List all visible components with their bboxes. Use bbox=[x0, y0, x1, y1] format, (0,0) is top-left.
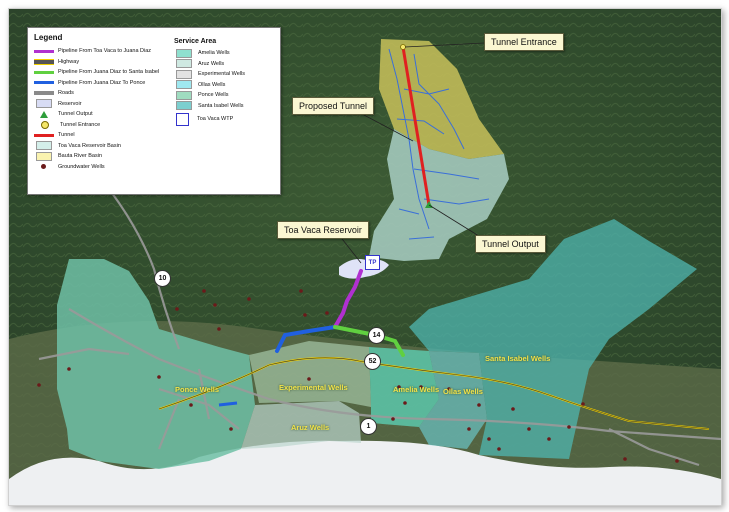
experimental-wells-area bbox=[249, 341, 371, 407]
sea bbox=[9, 440, 721, 505]
legend-column-right: Service Area Amelia Wells Aruz Wells Exp… bbox=[174, 38, 278, 127]
amelia-wells-area bbox=[369, 347, 439, 427]
tunnel-output-callout: Tunnel Output bbox=[475, 235, 546, 253]
santa-isabel-swatch bbox=[176, 101, 192, 111]
legend-item-label: Reservoir bbox=[58, 100, 82, 107]
legend-item: Reservoir bbox=[34, 99, 168, 110]
legend-item-label: Amelia Wells bbox=[198, 50, 230, 57]
legend-item: Toa Vaca Reservoir Basin bbox=[34, 141, 168, 152]
legend-title: Legend bbox=[34, 33, 63, 42]
legend-item: Highway bbox=[34, 57, 168, 68]
legend-item-label: Aruz Wells bbox=[198, 60, 225, 67]
legend-item-label: Pipeline From Juana Diaz to Santa Isabel bbox=[58, 69, 160, 76]
reservoir-swatch bbox=[36, 99, 52, 109]
tunnel-swatch bbox=[34, 133, 54, 137]
tunnel-entrance-marker bbox=[400, 44, 406, 50]
pipeline-green-swatch bbox=[34, 70, 54, 74]
highway-swatch bbox=[34, 58, 54, 65]
legend-item: Pipeline From Toa Vaca to Juana Diaz bbox=[34, 46, 168, 57]
legend-column-left: Pipeline From Toa Vaca to Juana Diaz Hig… bbox=[34, 46, 168, 172]
legend-item-label: Toa Vaca Reservoir Basin bbox=[58, 142, 121, 149]
ollas-wells-label: Ollas Wells bbox=[443, 387, 483, 396]
legend-item-label: Highway bbox=[58, 58, 80, 65]
ollas-wells-area bbox=[419, 351, 487, 449]
legend-item-label: Tunnel bbox=[58, 132, 75, 139]
ponce-wells-area bbox=[57, 259, 255, 469]
roads-swatch bbox=[34, 91, 54, 96]
legend-item: Aruz Wells bbox=[174, 59, 278, 70]
legend-item: Pipeline From Juana Diaz To Ponce bbox=[34, 78, 168, 89]
groundwater-well-icon bbox=[41, 164, 46, 170]
bauta-basin-swatch bbox=[36, 151, 52, 161]
legend-item: Tunnel Entrance bbox=[34, 120, 168, 131]
roads bbox=[38, 188, 721, 467]
groundwater-wells bbox=[37, 289, 679, 463]
legend-item-label: Experimental Wells bbox=[198, 71, 245, 78]
proposed-tunnel-callout: Proposed Tunnel bbox=[292, 97, 375, 115]
legend-item: Santa Isabel Wells bbox=[174, 101, 278, 112]
legend-item: Bauta River Basin bbox=[34, 151, 168, 162]
pipeline-toa-vaca-juana-diaz bbox=[333, 269, 363, 329]
toa-vaca-reservoir-callout: Toa Vaca Reservoir bbox=[277, 221, 369, 239]
experimental-wells-label: Experimental Wells bbox=[279, 383, 348, 392]
tunnel-entrance-icon bbox=[41, 120, 49, 129]
pipeline-blue-swatch bbox=[34, 81, 54, 85]
experimental-swatch bbox=[176, 69, 192, 79]
santa-isabel-wells-area bbox=[409, 219, 697, 459]
legend-item-label: Toa Vaca WTP bbox=[197, 116, 234, 122]
legend-item: Tunnel bbox=[34, 130, 168, 141]
pipeline-juana-diaz-ponce-west bbox=[218, 401, 238, 407]
santa-isabel-wells-label: Santa Isabel Wells bbox=[485, 354, 551, 363]
toa-vaca-wtp-marker: TP bbox=[365, 255, 380, 270]
toa-vaca-basin-swatch bbox=[36, 141, 52, 151]
pipeline-juana-diaz-ponce bbox=[275, 325, 337, 353]
legend-item-label: Bauta River Basin bbox=[58, 153, 103, 160]
amelia-swatch bbox=[176, 48, 192, 58]
legend-item: Amelia Wells bbox=[174, 48, 278, 59]
legend-item: Groundwater Wells bbox=[34, 162, 168, 173]
route-52-shield: 52 bbox=[364, 353, 381, 370]
toa-vaca-basin bbox=[369, 129, 509, 261]
legend-item: Tunnel Output bbox=[34, 109, 168, 120]
legend-item-label: Tunnel Output bbox=[58, 111, 93, 118]
ollas-swatch bbox=[176, 80, 192, 90]
amelia-wells-label: Amelia Wells bbox=[393, 385, 440, 394]
service-area-title: Service Area bbox=[174, 38, 217, 45]
pipeline-purple-swatch bbox=[34, 49, 54, 53]
ponce-wells-label: Ponce Wells bbox=[175, 385, 220, 394]
legend-item: Ponce Wells bbox=[174, 90, 278, 101]
map-frame: Legend Pipeline From Toa Vaca to Juana D… bbox=[8, 8, 722, 506]
wtp-icon bbox=[176, 112, 189, 126]
legend-panel: Legend Pipeline From Toa Vaca to Juana D… bbox=[27, 27, 281, 195]
legend-item-label: Tunnel Entrance bbox=[60, 121, 101, 128]
legend-item: Pipeline From Juana Diaz to Santa Isabel bbox=[34, 67, 168, 78]
legend-item: Toa Vaca WTP bbox=[174, 111, 278, 127]
highway-inner bbox=[158, 357, 710, 430]
legend-item-label: Roads bbox=[58, 90, 74, 97]
legend-item: Roads bbox=[34, 88, 168, 99]
route-10-shield: 10 bbox=[154, 270, 171, 287]
tunnel-entrance-callout: Tunnel Entrance bbox=[484, 33, 564, 51]
aruz-wells-area bbox=[241, 401, 361, 449]
legend-item: Ollas Wells bbox=[174, 80, 278, 91]
aruz-wells-label: Aruz Wells bbox=[291, 423, 330, 432]
aruz-swatch bbox=[176, 59, 192, 69]
legend-item-label: Ollas Wells bbox=[198, 81, 226, 88]
legend-item-label: Groundwater Wells bbox=[58, 163, 105, 170]
route-14-shield: 14 bbox=[368, 327, 385, 344]
legend-item-label: Pipeline From Juana Diaz To Ponce bbox=[58, 79, 146, 86]
proposed-tunnel bbox=[401, 46, 431, 206]
bauta-river-basin bbox=[379, 39, 504, 159]
legend-item: Experimental Wells bbox=[174, 69, 278, 80]
legend-item-label: Pipeline From Toa Vaca to Juana Diaz bbox=[58, 48, 152, 55]
legend-item-label: Ponce Wells bbox=[198, 92, 229, 99]
ponce-swatch bbox=[176, 90, 192, 100]
tunnel-output-icon bbox=[40, 110, 48, 118]
route-1-shield: 1 bbox=[360, 418, 377, 435]
legend-item-label: Santa Isabel Wells bbox=[198, 102, 244, 109]
